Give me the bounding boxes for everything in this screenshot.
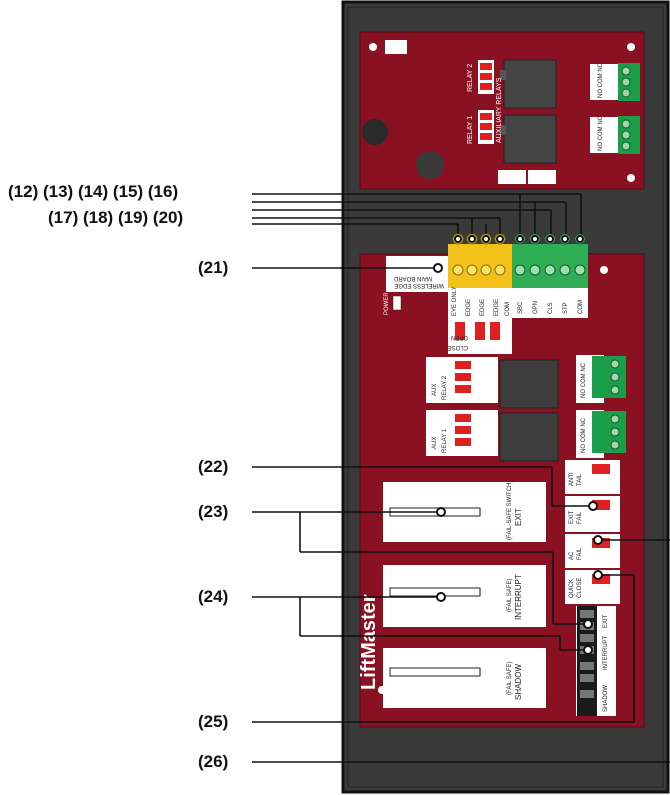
edge-label-2: EDGE [466, 299, 472, 316]
exit-fail-label-1: EXIT [569, 510, 575, 524]
aux-terminal-label-2: NO COM NC [598, 115, 604, 151]
callout-14: (14) [77, 182, 109, 201]
callout-13: (13) [42, 182, 74, 201]
power-label: POWER [384, 292, 390, 315]
input-cls: CLS [548, 302, 554, 314]
callout-24: (24) [198, 587, 229, 606]
interrupt-subtitle: (FAIL SAFE) [507, 579, 513, 612]
anti-tail-label-1: ANTI [569, 472, 575, 486]
callout-21: (21) [198, 258, 229, 277]
aux-relay2-word-aux: AUX [432, 384, 438, 396]
anti-tail-label-2: TAIL [577, 473, 583, 486]
callout-25: (25) [198, 712, 229, 731]
input-sbc: SBC [518, 301, 524, 314]
callout-22: (22) [198, 457, 229, 476]
callout-26: (26) [198, 752, 229, 771]
interrupt-title: INTERRUPT [514, 574, 523, 620]
exit-fail-label-2: FAIL [577, 511, 583, 524]
main-terminal-label-2: NO COM NC [581, 417, 587, 453]
callout-row-1: (12) (13) (14) (15) (16) [8, 182, 178, 202]
shadow-subtitle: (FAIL SAFE) [507, 662, 513, 695]
aux-relays-title: AUXILIARY RELAYS [496, 77, 503, 143]
auxiliary-relay-board [359, 31, 645, 190]
aux-relay1-word-relay: RELAY 1 [442, 428, 448, 453]
ac-fail-label-2: FAIL [577, 547, 583, 560]
edge-label-1: EYE ONLY [452, 286, 458, 316]
input-opn: OPN [533, 301, 539, 314]
callout-16: (16) [147, 182, 179, 201]
shadow-title: SHADOW [514, 664, 523, 700]
aux-relay2-word-relay: RELAY 2 [442, 375, 448, 400]
callout-17: (17) [48, 208, 79, 227]
callout-18: (18) [82, 208, 114, 227]
close-label: CLOSE [448, 344, 468, 350]
main-terminal-label-1: NO COM NC [581, 362, 587, 398]
aux-terminal-label-1: NO COM NC [598, 62, 604, 98]
exit-subtitle: (FAIL-SAFE SWITCH) [507, 481, 513, 540]
callout-19: (19) [117, 208, 149, 227]
main-board [359, 244, 645, 728]
input-com: COM [578, 300, 584, 314]
aux-relay1-word-aux: AUX [432, 437, 438, 449]
callout-15: (15) [112, 182, 144, 201]
quick-close-label-2: CLOSE [577, 578, 583, 598]
edge-label-4: EDGE [494, 299, 500, 316]
edge-label-3: EDGE [480, 299, 486, 316]
callout-12: (12) [8, 182, 39, 201]
aux-relay2-label: RELAY 2 [467, 64, 474, 92]
ac-fail-label-1: AC [569, 551, 575, 560]
wireless-edge-label: WIRELESS EDGE [394, 282, 444, 288]
callout-row-2: (17) (18) (19) (20) [48, 208, 183, 228]
callout-20: (20) [152, 208, 184, 227]
leader-lines [252, 193, 670, 763]
main-board-label: MAIN BOARD [393, 275, 432, 281]
strip-label-shadow: SHADOW [603, 685, 609, 712]
brand-logo: LiftMaster [358, 594, 380, 690]
open-label: OPEN [451, 334, 468, 340]
input-stp: STP [563, 302, 569, 314]
leader-dots [433, 235, 603, 655]
callout-23: (23) [198, 502, 229, 521]
strip-label-exit: EXIT [603, 614, 609, 628]
strip-label-interrupt: INTERRUPT [603, 635, 609, 670]
aux-relay1-label: RELAY 1 [467, 116, 474, 144]
exit-title: EXIT [514, 508, 523, 526]
quick-close-label-1: QUICK [569, 579, 575, 598]
com-label-yellow: COM [505, 302, 511, 316]
